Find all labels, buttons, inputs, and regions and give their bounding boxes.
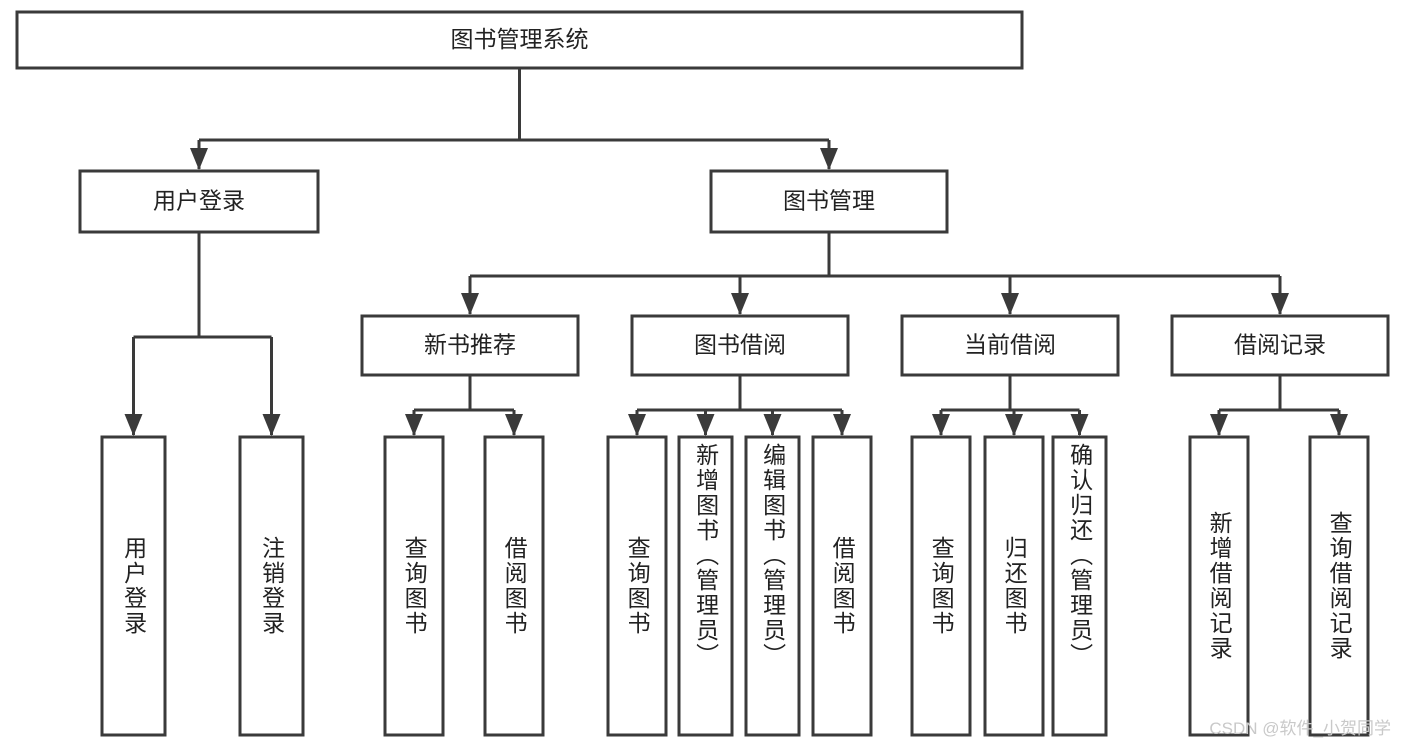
arrow-to-leaf-0-1	[505, 414, 523, 436]
leaf-node-查询图书-4[interactable]	[606, 435, 668, 737]
arrow-to-leaf-1-0	[628, 414, 646, 436]
leaf-node-编辑图书管理员-6[interactable]	[744, 435, 801, 737]
arrow-to-leaf-1-2	[763, 414, 782, 436]
arrow-to-leaf-3-1	[1330, 414, 1348, 436]
root-node-label-图书管理系统: 图书管理系统	[451, 26, 589, 52]
level1-node-label-图书管理: 图书管理	[783, 188, 875, 214]
level2-node-label-新书推荐: 新书推荐	[424, 332, 516, 358]
arrow-to-level2-1	[731, 293, 749, 315]
level2-node-图书借阅-1[interactable]	[630, 314, 850, 377]
arrow-to-level2-2	[1001, 293, 1019, 315]
root-node-图书管理系统[interactable]	[15, 10, 1024, 70]
leaf-node-确认归还管理员-10[interactable]	[1051, 435, 1108, 737]
arrow-to-leaf-1-3	[833, 414, 851, 436]
leaf-node-查询借阅记录-12[interactable]	[1308, 435, 1370, 737]
leaf-node-借阅图书-3[interactable]	[483, 435, 545, 737]
level2-node-新书推荐-0[interactable]	[360, 314, 580, 377]
arrow-to-leaf-2-2	[1070, 414, 1089, 436]
node-box-layer	[15, 10, 1390, 737]
arrow-to-leaf-2-0	[932, 414, 950, 436]
watermark-credit: CSDN @软件_小贺同学	[1209, 719, 1391, 738]
leaf-node-新增借阅记录-11[interactable]	[1188, 435, 1250, 737]
level2-node-当前借阅-2[interactable]	[900, 314, 1120, 377]
level1-node-用户登录-0[interactable]	[78, 169, 320, 234]
level1-node-label-用户登录: 用户登录	[153, 188, 245, 214]
leaf-node-新增图书管理员-5[interactable]	[677, 435, 734, 737]
level2-node-借阅记录-3[interactable]	[1170, 314, 1390, 377]
leaf-node-查询图书-2[interactable]	[383, 435, 445, 737]
connector-layer	[124, 68, 1348, 436]
level2-node-label-当前借阅: 当前借阅	[964, 332, 1056, 358]
arrow-to-level2-3	[1271, 293, 1289, 315]
leaf-node-用户登录-0[interactable]	[100, 435, 167, 737]
arrow-to-leaf-0-0	[405, 414, 423, 436]
arrow-to-leaf-3-0	[1210, 414, 1228, 436]
level1-node-图书管理-1[interactable]	[709, 169, 949, 234]
level2-node-label-借阅记录: 借阅记录	[1234, 332, 1326, 358]
arrow-to-login-leaf-1	[262, 414, 281, 436]
arrow-to-level1-0	[190, 148, 208, 170]
leaf-node-借阅图书-7[interactable]	[811, 435, 873, 737]
arrow-to-level1-1	[820, 148, 838, 170]
leaf-node-注销登录-1[interactable]	[238, 435, 305, 737]
arrow-to-leaf-1-1	[696, 414, 715, 436]
leaf-node-查询图书-8[interactable]	[910, 435, 972, 737]
level2-node-label-图书借阅: 图书借阅	[694, 332, 786, 358]
leaf-node-归还图书-9[interactable]	[983, 435, 1045, 737]
arrow-to-level2-0	[461, 293, 479, 315]
arrow-to-leaf-2-1	[1005, 414, 1023, 436]
arrow-to-login-leaf-0	[124, 414, 143, 436]
